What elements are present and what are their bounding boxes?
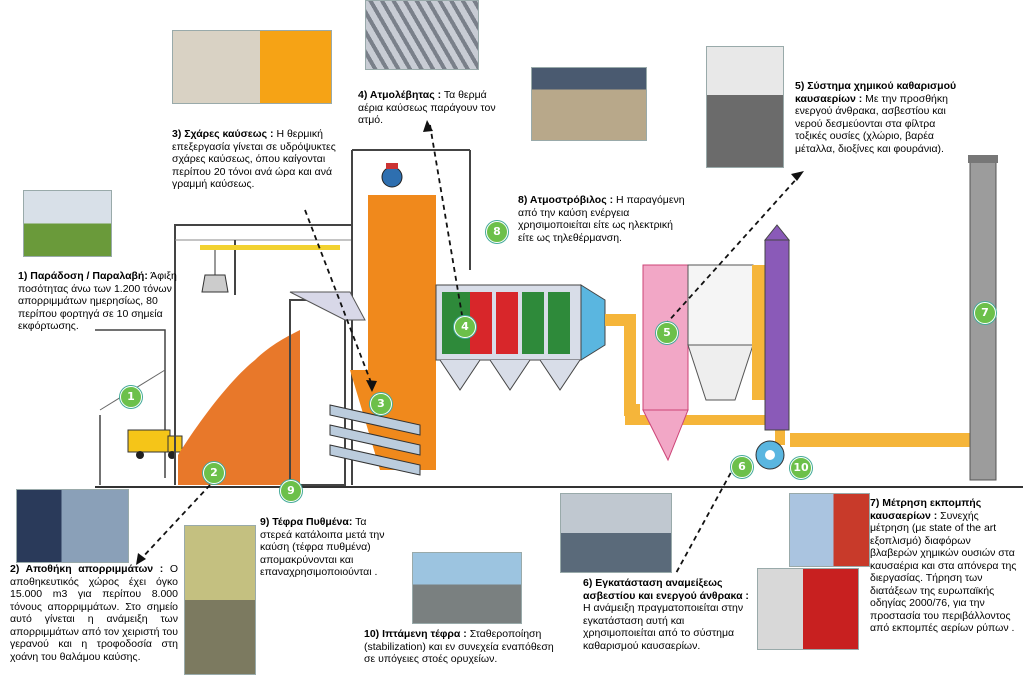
photo-analyzer	[757, 568, 859, 650]
pointer-arrows	[139, 124, 801, 576]
photo-filter	[706, 46, 784, 168]
photo-turbine	[531, 67, 647, 141]
label-9: 9) Τέφρα Πυθμένα: Τα στερεά κατάλοιπα με…	[260, 516, 390, 579]
label-6-body: Η ανάμειξη πραγματοποιείται στην εγκατάσ…	[583, 602, 744, 652]
label-7-body: Συνεχής μέτρηση (με state of the art εξο…	[870, 509, 1017, 635]
arrow-3	[304, 209, 373, 386]
label-1-body: Άφιξη ποσότητας άνω των 1.200 τόνων απορ…	[18, 270, 177, 332]
arrow-heads	[136, 120, 804, 565]
photo-mixing	[560, 493, 672, 573]
label-3-title: 3) Σχάρες καύσεως :	[172, 128, 274, 140]
label-4-title: 4) Ατμολέβητας :	[358, 89, 442, 101]
purple-tower	[763, 224, 791, 431]
photo-truck	[23, 190, 112, 257]
photo-bottom-ash	[184, 525, 256, 675]
label-4: 4) Ατμολέβητας : Τα θερμά αέρια καύσεως …	[358, 89, 508, 127]
heat-exchanger	[435, 284, 606, 391]
label-1-title: 1) Παράδοση / Παραλαβή:	[18, 270, 148, 282]
label-8-title: 8) Ατμοστρόβιλος :	[518, 194, 614, 206]
bag-filter	[687, 264, 768, 401]
photo-fly-ash	[412, 552, 522, 624]
label-7-title: 7) Μέτρηση εκπομπής καυσαερίων :	[870, 497, 982, 522]
arrow-2	[139, 484, 211, 561]
photo-control-room	[16, 489, 129, 563]
label-3-body: Η θερμική επεξεργασία γίνεται σε υδρόψυκ…	[172, 128, 336, 190]
grates	[329, 404, 421, 476]
label-2-body: Ο αποθηκευτικός χώρος έχει όγκο 15.000 m…	[10, 563, 178, 663]
badge-7: 7	[974, 302, 996, 324]
badge-1: 1	[120, 386, 142, 408]
label-5-title: 5) Σύστημα χημικού καθαρισμού καυσαερίων…	[795, 80, 957, 105]
label-10-title: 10) Ιπτάμενη τέφρα :	[364, 628, 467, 640]
badge-6: 6	[731, 456, 753, 478]
badge-10: 10	[790, 457, 812, 479]
label-4-body: Τα θερμά αέρια καύσεως παράγουν τον ατμό…	[358, 89, 496, 126]
scrubber	[642, 264, 689, 462]
label-1: 1) Παράδοση / Παραλαβή: Άφιξη ποσότητας …	[18, 270, 183, 333]
photo-boiler	[365, 0, 479, 70]
label-9-title: 9) Τέφρα Πυθμένα:	[260, 516, 353, 528]
label-5: 5) Σύστημα χημικού καθαρισμού καυσαερίων…	[795, 80, 965, 155]
feed-hopper	[289, 291, 366, 321]
label-3: 3) Σχάρες καύσεως : Η θερμική επεξεργασί…	[172, 128, 350, 191]
waste-bunker	[178, 330, 300, 485]
badge-2: 2	[203, 462, 225, 484]
label-9-body: Τα στερεά κατάλοιπα μετά την καύση (τέφρ…	[260, 516, 385, 578]
badge-8: 8	[486, 221, 508, 243]
label-8: 8) Ατμοστρόβιλος : Η παραγόμενη από την …	[518, 194, 690, 244]
arrow-6	[674, 464, 736, 576]
badge-5: 5	[656, 322, 678, 344]
label-2-title: 2) Αποθήκη απορριμμάτων :	[10, 563, 164, 575]
id-fan	[755, 440, 785, 470]
label-8-body: Η παραγόμενη από την καύση ενέργεια χρησ…	[518, 194, 685, 244]
label-6: 6) Εγκατάσταση αναμείξεως ασβεστίου και …	[583, 577, 751, 652]
label-6-title: 6) Εγκατάσταση αναμείξεως ασβεστίου και …	[583, 577, 749, 602]
arrow-5	[664, 174, 801, 326]
badge-9: 9	[280, 480, 302, 502]
label-10: 10) Ιπτάμενη τέφρα : Σταθεροποίηση (stab…	[364, 628, 564, 666]
label-5-body: Με την προσθήκη ενεργού άνθρακα, ασβεστί…	[795, 92, 948, 155]
crane	[200, 245, 340, 293]
flue-duct	[605, 314, 640, 416]
label-2: 2) Αποθήκη απορριμμάτων : Ο αποθηκευτικό…	[10, 563, 178, 663]
label-10-body: Σταθεροποίηση (stabilization) και εν συν…	[364, 628, 554, 665]
badge-3: 3	[370, 393, 392, 415]
truck	[127, 429, 183, 459]
badge-4: 4	[454, 316, 476, 338]
label-7: 7) Μέτρηση εκπομπής καυσαερίων : Συνεχής…	[870, 497, 1020, 635]
photo-emissions	[789, 493, 870, 567]
photo-grate	[172, 30, 332, 104]
